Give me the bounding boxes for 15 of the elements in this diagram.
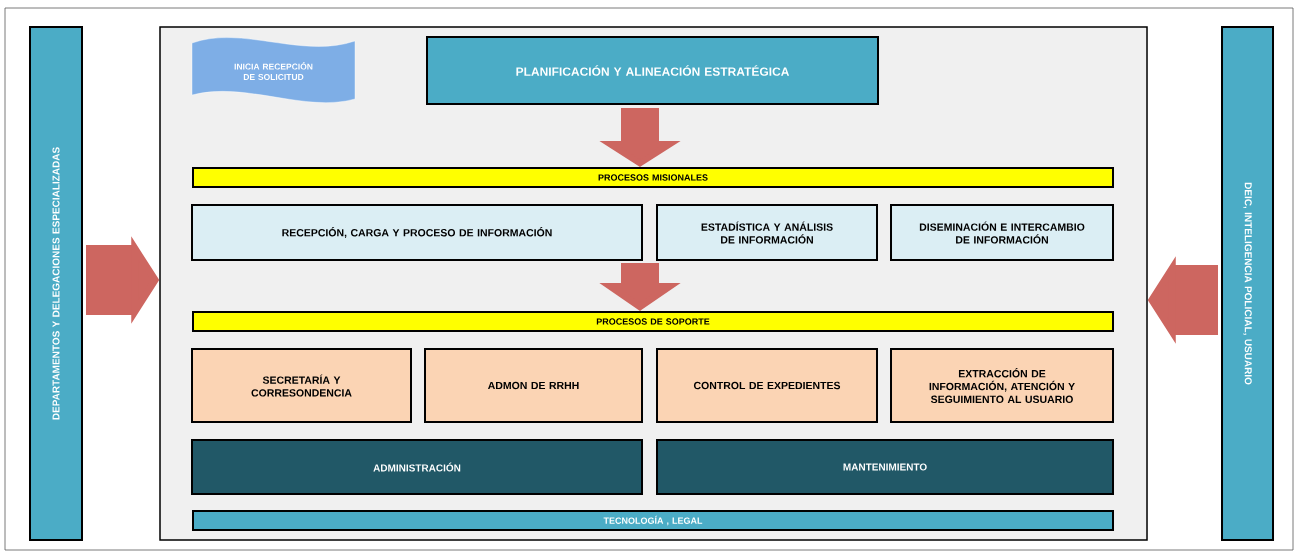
process-box: PLANIFICACIÓN Y ALINEACIÓN ESTRATÉGICA bbox=[426, 36, 879, 105]
process-box: CONTROL DE EXPEDIENTES bbox=[656, 348, 878, 423]
process-box: RECEPCIÓN, CARGA Y PROCESO DE INFORMACIÓN bbox=[191, 204, 643, 261]
process-box: EXTRACCIÓN DE INFORMACIÓN, ATENCIÓN Y SEGUIMIENTO AL USUARIO bbox=[890, 348, 1114, 423]
sidebar: DEPARTAMENTOS Y DELEGACIONES ESPECIALIZADAS bbox=[29, 26, 83, 541]
process-box: ESTADÍSTICA Y ANÁLISIS DE INFORMACIÓN bbox=[656, 204, 878, 261]
section-header-bar: PROCESOS MISIONALES bbox=[192, 167, 1114, 188]
process-box: SECRETARÍA Y CORRESONDENCIA bbox=[191, 348, 412, 423]
section-footer-bar: TECNOLOGÍA , LEGAL bbox=[192, 510, 1114, 531]
process-box: MANTENIMIENTO bbox=[656, 439, 1114, 495]
section-header-bar: PROCESOS DE SOPORTE bbox=[192, 311, 1114, 332]
process-box: ADMINISTRACIÓN bbox=[191, 439, 643, 495]
process-box: ADMON DE RRHH bbox=[424, 348, 643, 423]
process-box: DISEMINACIÓN E INTERCAMBIO DE INFORMACIÓN bbox=[890, 204, 1114, 261]
sidebar: DEIC, INTELIGENCIA POLICIAL, USUARIO bbox=[1221, 26, 1274, 541]
